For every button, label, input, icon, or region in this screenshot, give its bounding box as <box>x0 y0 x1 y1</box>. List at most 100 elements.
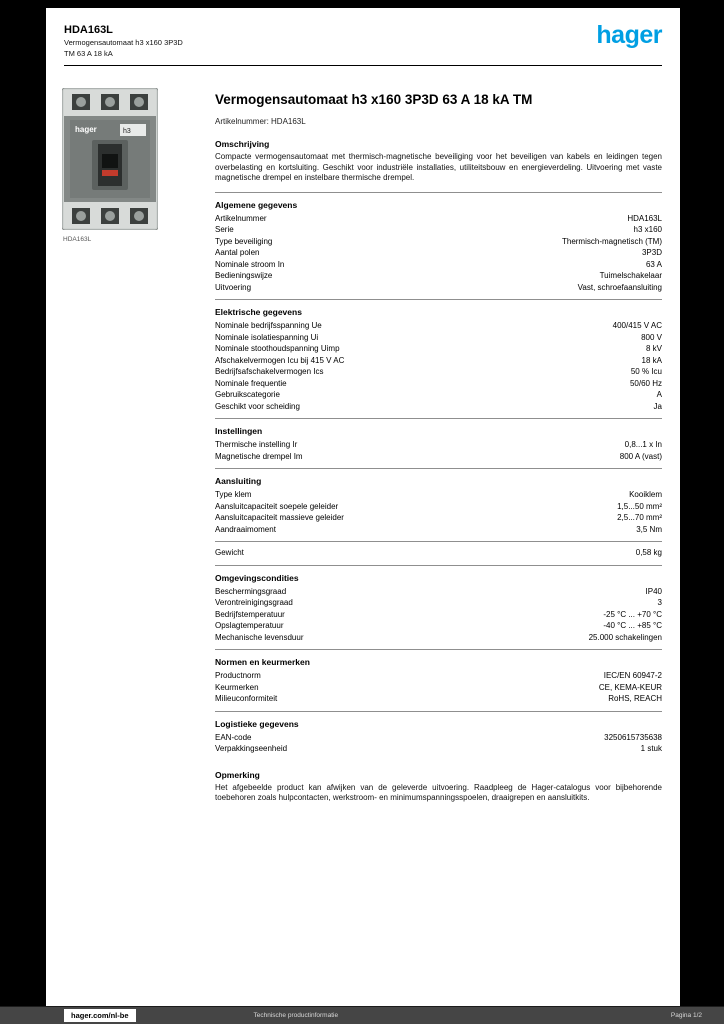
spec-row: Type klem Kooiklem <box>215 489 662 501</box>
spec-row: Serie h3 x160 <box>215 224 662 236</box>
section-heading: Normen en keurmerken <box>215 657 310 667</box>
spec-row: Aansluitcapaciteit soepele geleider 1,5..… <box>215 501 662 513</box>
spec-value: 8 kV <box>645 344 662 353</box>
spec-label: Uitvoering <box>215 282 252 292</box>
spec-row: Beschermingsgraad IP40 <box>215 586 662 598</box>
spec-label: Serie <box>215 225 234 234</box>
spec-label: Gewicht <box>215 548 244 557</box>
spec-row: Nominale stoothoudspanning Uimp 8 kV <box>215 343 662 355</box>
section-heading: Elektrische gegevens <box>215 307 302 317</box>
spec-label: Aansluitcapaciteit massieve geleider <box>215 513 344 522</box>
spec-label: Nominale isolatiespanning Ui <box>215 332 319 342</box>
note-text: Het afgebeelde product kan afwijken van … <box>215 782 662 803</box>
spec-label: Aansluitcapaciteit soepele geleider <box>215 501 339 511</box>
section-heading: Algemene gegevens <box>215 199 298 210</box>
spec-label: Aantal polen <box>215 248 260 257</box>
spec-row: Milieuconformiteit RoHS, REACH <box>215 693 662 705</box>
header-block: HDA163L Vermogensautomaat h3 x160 3P3D T… <box>64 24 424 58</box>
spec-label: Afschakelvermogen Icu bij 415 V AC <box>215 355 345 365</box>
footer-site-link[interactable]: hager.com/nl-be <box>64 1009 136 1022</box>
spec-row: Uitvoering Vast, schroefaansluiting <box>215 282 662 294</box>
spec-label: EAN-code <box>215 732 252 742</box>
spec-row: Nominale bedrijfsspanning Ue 400/415 V AC <box>215 320 662 332</box>
footer-bar: hager.com/nl-be Technische productinform… <box>0 1006 724 1024</box>
product-spec-line: TM 63 A 18 kA <box>64 48 113 58</box>
svg-text:hager: hager <box>75 125 97 134</box>
spec-label: Keurmerken <box>215 682 259 692</box>
spec-label: Nominale stoothoudspanning Uimp <box>215 344 340 353</box>
footer-page-indicator: Pagina 1/2 <box>670 1012 702 1019</box>
spec-value: Ja <box>653 401 662 411</box>
spec-value: HDA163L <box>627 213 662 223</box>
spec-row: Opslagtemperatuur-40 °C ... +85 °C <box>215 620 662 632</box>
spec-value: IP40 <box>645 586 662 596</box>
spec-value: 50/60 Hz <box>629 378 662 388</box>
note-block: Opmerking Het afgebeelde product kan afw… <box>215 761 662 804</box>
spec-value: 3 <box>657 598 662 607</box>
spec-value: 2,5...70 mm² <box>617 513 662 522</box>
product-reference: HDA163L <box>64 24 113 36</box>
product-name-line: Vermogensautomaat h3 x160 3P3D <box>64 38 183 47</box>
description-heading: Omschrijving <box>215 139 270 149</box>
spec-value: 800 V <box>641 332 662 342</box>
spec-label: Bedrijfsafschakelvermogen Ics <box>215 367 324 376</box>
spec-label: Verpakkingseenheid <box>215 744 288 753</box>
section-heading: Instellingen <box>215 426 263 436</box>
footer-center-text: Technische productinformatie <box>253 1012 339 1019</box>
spec-label: Productnorm <box>215 671 261 680</box>
spec-row: Afschakelvermogen Icu bij 415 V AC 18 kA <box>215 355 662 367</box>
spec-value: Kooiklem <box>629 490 662 499</box>
spec-value: RoHS, REACH <box>608 694 662 703</box>
spec-value: 400/415 V AC <box>612 321 662 330</box>
spec-label: Aandraaimoment <box>215 524 276 534</box>
spec-label: Gebruikscategorie <box>215 390 280 399</box>
spec-label: Beschermingsgraad <box>215 586 287 596</box>
spec-label: Magnetische drempel Im <box>215 451 303 461</box>
spec-label: Nominale bedrijfsspanning Ue <box>215 321 322 330</box>
spec-value: 63 A <box>645 259 662 269</box>
spec-value: A <box>656 390 662 399</box>
mccb-illustration: hager h3 <box>61 87 159 231</box>
section-heading: Aansluiting <box>215 476 262 486</box>
svg-text:h3: h3 <box>123 128 131 135</box>
spec-value: -25 °C ... +70 °C <box>603 609 662 619</box>
spec-value: 3P3D <box>641 248 662 257</box>
spec-value: 0,8...1 x In <box>624 440 662 449</box>
spec-row: Aansluitcapaciteit massieve geleider 2,5.… <box>215 512 662 524</box>
spec-value: Thermisch-magnetisch (TM) <box>561 236 662 246</box>
spec-value: CE, KEMA-KEUR <box>598 682 662 692</box>
spec-value: 50 % Icu <box>630 367 662 376</box>
datasheet-page: HDA163L Vermogensautomaat h3 x160 3P3D T… <box>46 8 680 1024</box>
spec-label: Bedrijfstemperatuur <box>215 609 285 619</box>
spec-value: Vast, schroefaansluiting <box>577 282 662 292</box>
spec-row: Aantal polen 3P3D <box>215 247 662 259</box>
spec-label: Type klem <box>215 490 252 499</box>
spec-label: Mechanische levensduur <box>215 632 304 642</box>
spec-row: Bedrijfsafschakelvermogen Ics 50 % Icu <box>215 366 662 378</box>
spec-value: h3 x160 <box>633 225 662 234</box>
photo-caption: HDA163L <box>63 236 92 243</box>
spec-value: 18 kA <box>641 355 662 365</box>
description-block: Omschrijving Compacte vermogensautomaat … <box>215 139 662 193</box>
spec-row: Keurmerken CE, KEMA-KEUR <box>215 682 662 694</box>
spec-value: 1,5...50 mm² <box>617 501 662 511</box>
spec-label: Milieuconformiteit <box>215 694 278 703</box>
